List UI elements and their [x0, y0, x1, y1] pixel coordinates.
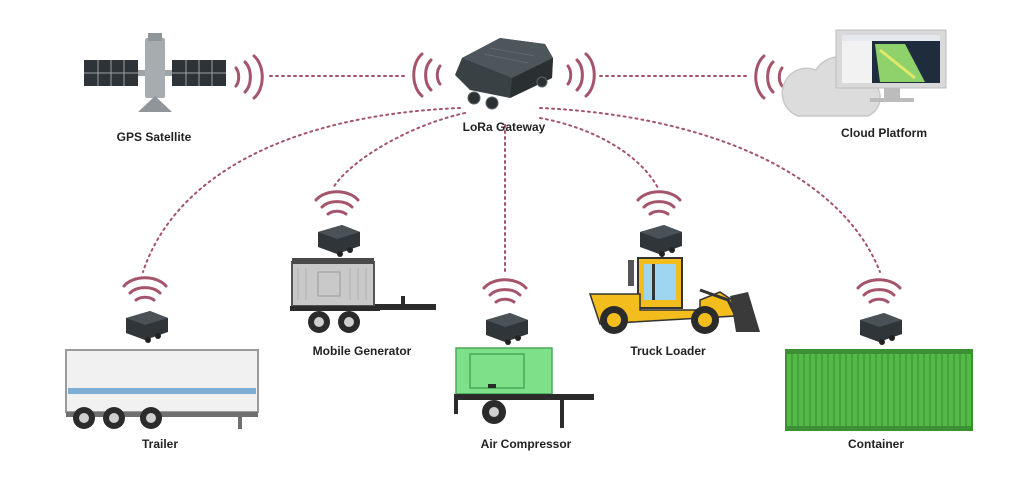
compressor-icon — [454, 347, 594, 428]
container-tracker — [856, 278, 902, 345]
gateway-signal-right-icon — [566, 52, 596, 98]
generator-icon — [290, 258, 436, 333]
trailer-icon — [65, 349, 259, 429]
link-gateway-container — [539, 107, 881, 273]
link-gateway-generator — [332, 112, 466, 189]
trailer-signal-icon — [122, 276, 168, 302]
link-gateway-loader — [539, 117, 659, 189]
gps-satellite-label: GPS Satellite — [116, 130, 192, 144]
compressor-tracker-icon — [486, 313, 528, 345]
air-compressor-label: Air Compressor — [480, 437, 572, 451]
truck-loader-label: Truck Loader — [630, 344, 706, 358]
generator-tracker — [314, 190, 360, 257]
container-signal-icon — [856, 278, 902, 304]
loader-tracker-icon — [640, 225, 682, 257]
generator-signal-icon — [314, 190, 360, 216]
loader-icon — [588, 257, 760, 334]
monitor-icon — [835, 29, 947, 102]
compressor-signal-icon — [482, 278, 528, 304]
container-icon — [785, 349, 973, 431]
lora-gateway-label: LoRa Gateway — [462, 120, 546, 134]
connection-links — [142, 75, 881, 273]
loader-signal-icon — [636, 190, 682, 216]
container-label: Container — [847, 437, 905, 451]
container-tracker-icon — [860, 313, 902, 345]
trailer-tracker — [122, 276, 168, 343]
gateway-icon — [455, 38, 553, 110]
signal-arcs — [234, 52, 784, 100]
cloud-platform-label: Cloud Platform — [841, 126, 927, 140]
gps-signal-icon — [234, 54, 264, 100]
gateway-signal-left-icon — [412, 52, 442, 98]
trailer-tracker-icon — [126, 311, 168, 343]
compressor-tracker — [482, 278, 528, 345]
mobile-generator-label: Mobile Generator — [312, 344, 412, 358]
loader-tracker — [636, 190, 682, 257]
generator-tracker-icon — [318, 225, 360, 257]
trailer-label: Trailer — [141, 437, 179, 451]
link-gateway-trailer — [142, 107, 461, 273]
cloud-signal-icon — [754, 54, 784, 100]
satellite-icon — [84, 33, 226, 112]
